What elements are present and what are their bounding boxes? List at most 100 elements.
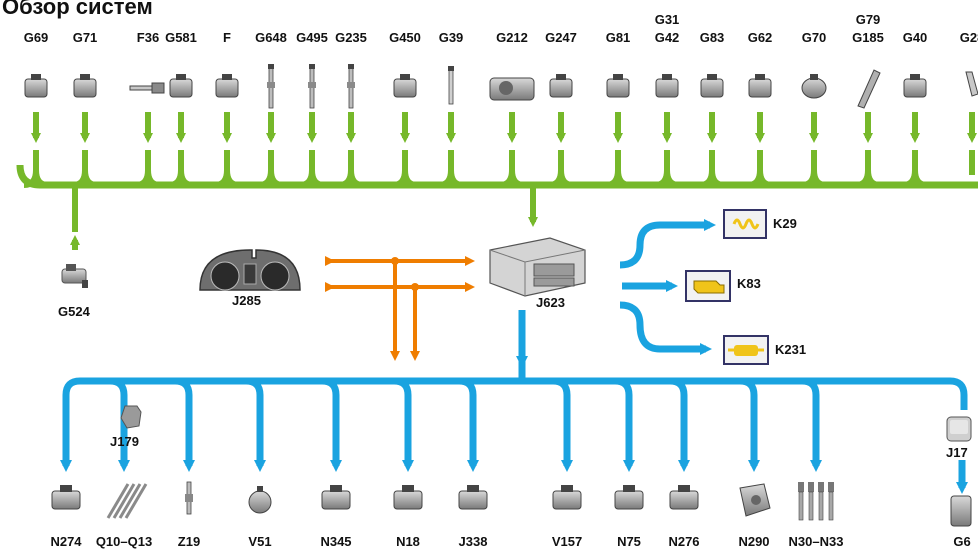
valve-icon [321,485,351,510]
sensor-label: G39 [439,30,464,45]
sensor-label: G70 [802,30,827,45]
injectors-icon [798,482,834,521]
actuator-label: N30–N33 [789,534,844,549]
actuator-arrow [174,377,195,472]
actuator-label: G6 [953,534,970,549]
sensor-label: G28 [960,30,978,45]
instrument-cluster-group: J285 [199,249,301,308]
coolant-sensor-icon [700,74,724,98]
actuator-label: N345 [320,534,351,549]
sensor-3: G581 [165,30,197,143]
sensor-19: G28 [960,30,978,143]
sensor-11: G247 [545,30,577,143]
fuel-regulator-icon [669,485,699,510]
actuator-0: N274 [50,485,82,549]
sensor-5: G648 [255,30,287,143]
actuator-arrow [245,377,266,472]
lambda-probe-icon [448,66,454,105]
sensor-label: G40 [903,30,928,45]
actuator-7: V157 [552,485,582,549]
engine-check-lamp-icon [685,270,731,302]
switch-icon [129,82,165,94]
g524-group: G524 [58,187,91,319]
valve-icon [614,485,644,510]
sensor-10: G212 [489,30,535,143]
fuel-temp-sensor-icon [606,74,630,98]
actuator-10: N290 [738,483,771,549]
clutch-sensor-icon [61,264,88,288]
actuator-arrow [669,377,690,472]
sensor-label: G81 [606,30,631,45]
throttle-body-icon [24,74,48,98]
throttle-module-icon [458,485,488,510]
instrument-cluster-icon [199,249,301,291]
temperature-probe-icon [347,64,355,109]
actuator-arrow [552,377,573,472]
warning-lamps-group: K29 K83 K231 [619,209,806,365]
heater-icon [185,481,193,515]
actuator-label: N18 [396,534,420,549]
coolant-sensor-icon [748,74,772,98]
actuator-label: N290 [738,534,769,549]
speed-sender-icon [965,71,978,97]
sensor-0: G69 [24,30,48,143]
ecu-group: J623 [489,237,586,310]
actuator-label: N274 [50,534,82,549]
ecu-label: J623 [536,295,565,310]
actuator-label: N75 [617,534,641,549]
actuator-arrow [109,377,130,472]
particulate-filter-lamp-icon [723,335,769,365]
relay-icon [120,405,142,429]
sensor-label: F36 [137,30,159,45]
sensor-label: G247 [545,30,577,45]
temperature-probe-icon [267,64,275,109]
actuator-3: V51 [248,486,272,549]
sensor-label: G495 [296,30,328,45]
sensor-2: F36 [129,30,165,143]
sensor-14: G83 [700,30,725,143]
actuator-arrow [739,377,760,472]
sensor-label-g524: G524 [58,304,91,319]
relay-j179-group: J179 [110,405,142,449]
actuator-arrow [614,377,635,472]
output-bus [60,310,968,494]
sensor-16: G70 [801,30,827,143]
actuator-label: J338 [459,534,488,549]
sensor-label: G62 [748,30,773,45]
flap-motor-icon [552,485,582,510]
actuator-8: N75 [614,485,644,549]
lamp-label-k83: K83 [737,276,761,291]
actuator-arrow [458,377,479,472]
sensor-label: G581 [165,30,197,45]
fuel-pump-icon [950,495,972,527]
sensor-12: G81 [606,30,631,143]
relay-icon [946,416,972,442]
pump-icon [248,486,272,514]
accelerator-pedal-icon [857,69,881,109]
egr-valve-icon [393,485,423,510]
sensor-7: G235 [335,30,367,143]
relay-label-j179: J179 [110,434,139,449]
egr-module-icon [489,77,535,101]
sensor-label: G83 [700,30,725,45]
fuel-pressure-sensor-icon [549,74,573,98]
engine-control-unit-icon [489,237,586,297]
cluster-label: J285 [232,293,261,308]
sensor-label: F [223,30,231,45]
air-mass-meter-icon [801,74,827,99]
sensor-18: G40 [903,30,928,143]
sensor-4: F [215,30,239,143]
sensor-label: G71 [73,30,98,45]
actuator-arrow [801,377,822,472]
relay-label-j17: J17 [946,445,968,460]
actuator-1: Q10–Q13 [96,483,152,549]
input-bus [16,150,978,189]
actuator-label: Q10–Q13 [96,534,152,549]
actuator-6: J338 [458,485,488,549]
